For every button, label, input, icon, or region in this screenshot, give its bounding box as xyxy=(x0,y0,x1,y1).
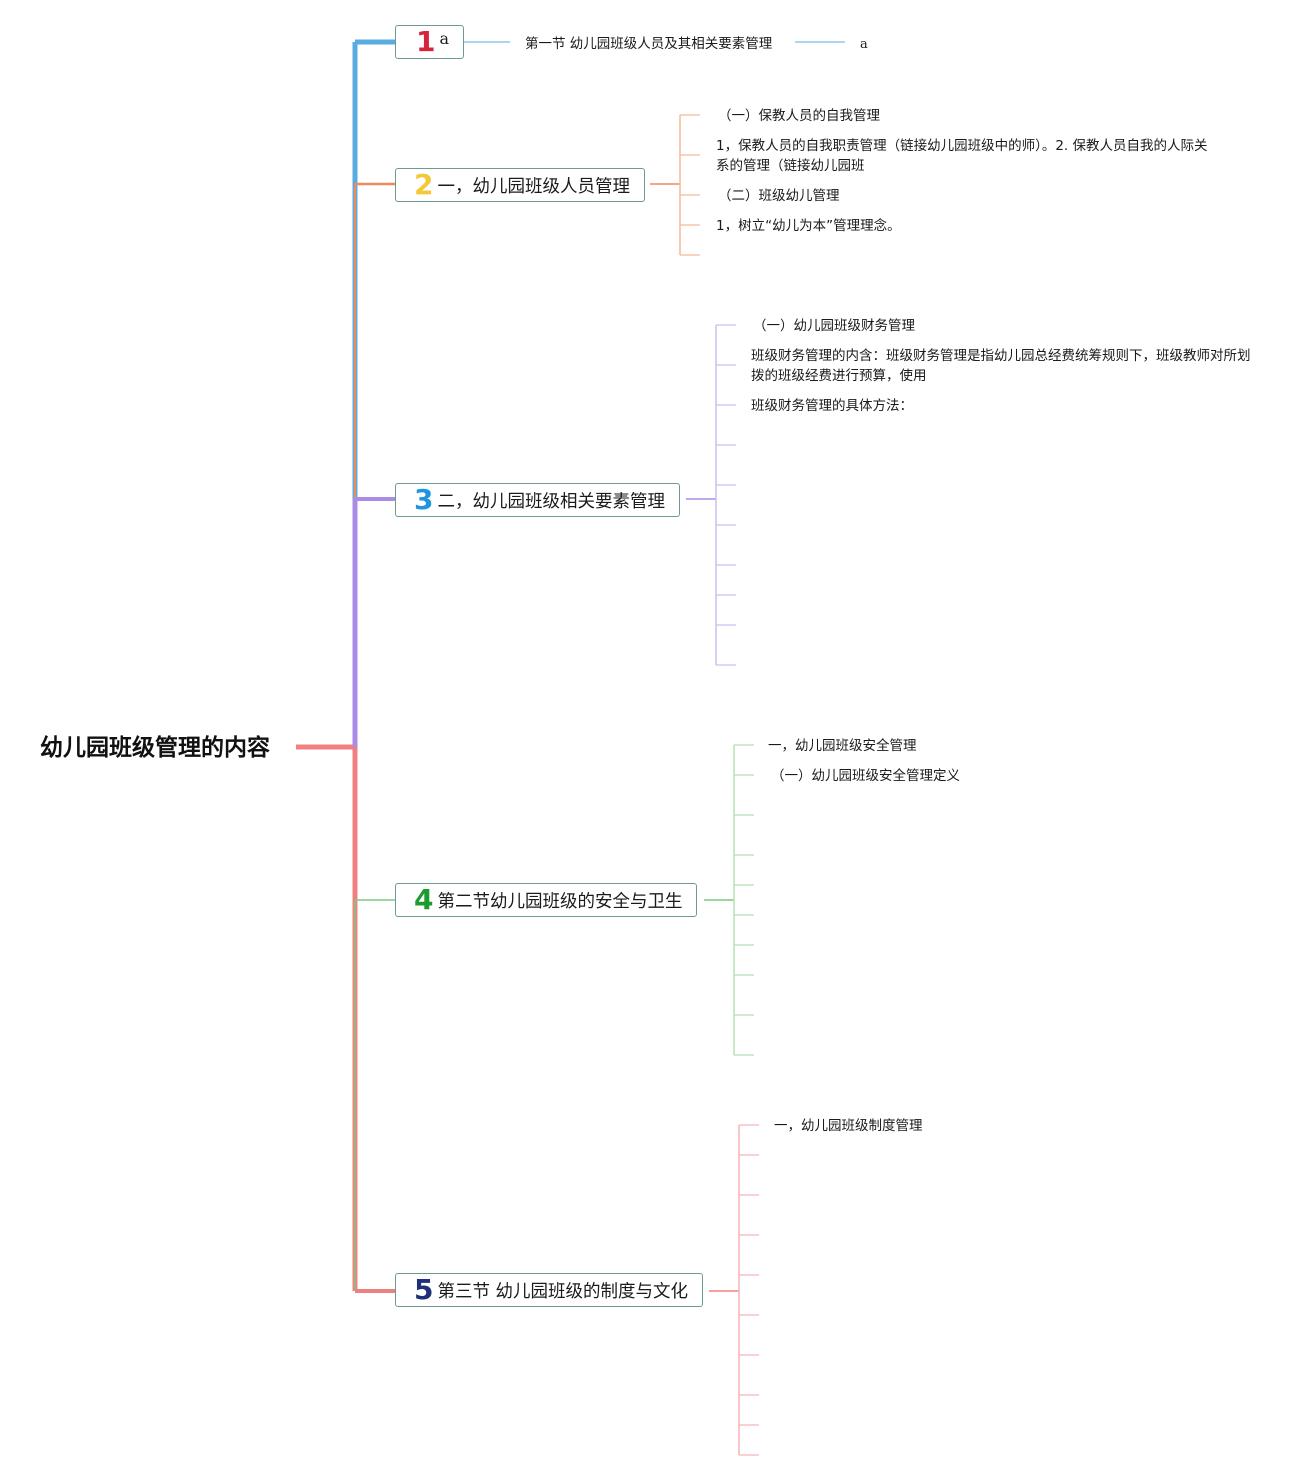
branch-4-label: 第二节幼儿园班级的安全与卫生 xyxy=(437,891,683,912)
branch-1-leaf-1[interactable]: 第一节 幼儿园班级人员及其相关要素管理 xyxy=(525,36,773,52)
branch-1-number: 1 xyxy=(416,25,436,58)
branch-2-leaf-3[interactable]: （二）班级幼儿管理 xyxy=(718,188,840,204)
branch-4-node[interactable]: 4 第二节幼儿园班级的安全与卫生 xyxy=(395,883,698,917)
branch-3-leaf-2[interactable]: 班级财务管理的内含：班级财务管理是指幼儿园总经费统筹规则下，班级教师对所划拨的班… xyxy=(751,348,1251,384)
branch-2-number: 2 xyxy=(414,168,434,201)
branch-2-leaf-1[interactable]: （一）保教人员的自我管理 xyxy=(718,108,880,124)
branch-2-node[interactable]: 2 一，幼儿园班级人员管理 xyxy=(395,168,645,202)
branch-2-leaf-4[interactable]: 1，树立“幼儿为本”管理理念。 xyxy=(716,218,901,234)
branch-3-leaf-1[interactable]: （一）幼儿园班级财务管理 xyxy=(753,318,915,334)
branch-2-leaf-2[interactable]: 1，保教人员的自我职责管理（链接幼儿园班级中的师）。2. 保教人员自我的人际关系… xyxy=(716,138,1208,174)
branch-3-node[interactable]: 3 二，幼儿园班级相关要素管理 xyxy=(395,483,680,517)
branch-3-number: 3 xyxy=(414,483,434,516)
root-topic[interactable]: 幼儿园班级管理的内容 xyxy=(40,735,270,761)
branch-1-label: a xyxy=(439,28,450,48)
branch-1-leaf-2[interactable]: a xyxy=(860,37,868,52)
branch-5-node[interactable]: 5 第三节 幼儿园班级的制度与文化 xyxy=(395,1273,704,1307)
branch-4-leaf-1[interactable]: 一，幼儿园班级安全管理 xyxy=(768,738,917,754)
branch-3-leaf-3[interactable]: 班级财务管理的具体方法： xyxy=(751,398,913,414)
branch-2-label: 一，幼儿园班级人员管理 xyxy=(437,176,630,197)
branch-5-leaf-1[interactable]: 一，幼儿园班级制度管理 xyxy=(774,1118,923,1134)
branch-1-node[interactable]: 1 a xyxy=(395,25,465,59)
branch-4-number: 4 xyxy=(414,883,434,916)
branch-5-label: 第三节 幼儿园班级的制度与文化 xyxy=(437,1281,689,1302)
branch-5-number: 5 xyxy=(414,1273,434,1306)
branch-4-leaf-2[interactable]: （一）幼儿园班级安全管理定义 xyxy=(771,768,960,784)
branch-3-label: 二，幼儿园班级相关要素管理 xyxy=(437,491,665,512)
